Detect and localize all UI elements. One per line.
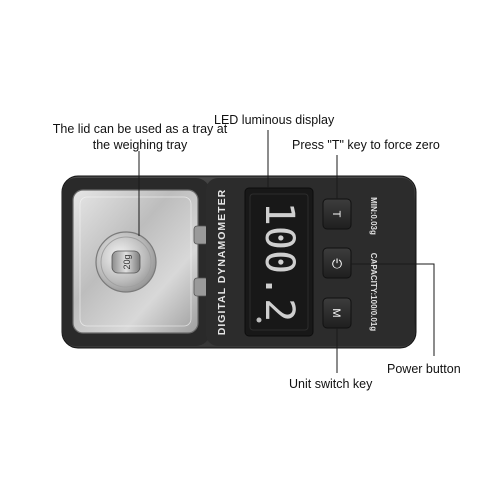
- hinge-top-icon: [193, 225, 209, 245]
- unit-switch-button-label: M: [330, 308, 342, 317]
- tare-key-callout: Press "T" key to force zero: [292, 138, 440, 152]
- display-reading: 100.2: [256, 202, 302, 322]
- capacity-text: CAPACITY:100/0.01g: [369, 253, 378, 332]
- weighing-platform-rim: [100, 236, 152, 288]
- led-display-glass: [249, 193, 309, 331]
- led-display-callout: LED luminous display: [214, 113, 335, 127]
- display-indicator-dot-icon: [256, 317, 262, 323]
- leader-lines: [138, 130, 435, 373]
- tray-inner-edge: [79, 196, 192, 327]
- power-button-leader-line: [351, 263, 435, 356]
- unit-switch-callout: Unit switch key: [289, 377, 373, 391]
- hinge-bottom-icon: [193, 277, 209, 297]
- led-display: [244, 187, 314, 337]
- tare-button-label: T: [330, 211, 342, 218]
- calibration-weight-icon: [111, 250, 141, 274]
- power-button[interactable]: [322, 247, 352, 279]
- weight-label: 20g: [122, 254, 132, 269]
- power-button-callout: Power button: [387, 362, 461, 376]
- min-text: MIN:0.03g: [369, 197, 378, 235]
- lid-tray-callout-line1: The lid can be used as a tray at: [52, 122, 228, 136]
- power-icon: ⏻: [332, 257, 342, 272]
- brand-text: DIGITAL DYNAMOMETER: [216, 189, 228, 335]
- lid-tray-callout: The lid can be used as a tray at the wei…: [40, 121, 240, 153]
- lid-tray-callout-line2: the weighing tray: [92, 138, 188, 152]
